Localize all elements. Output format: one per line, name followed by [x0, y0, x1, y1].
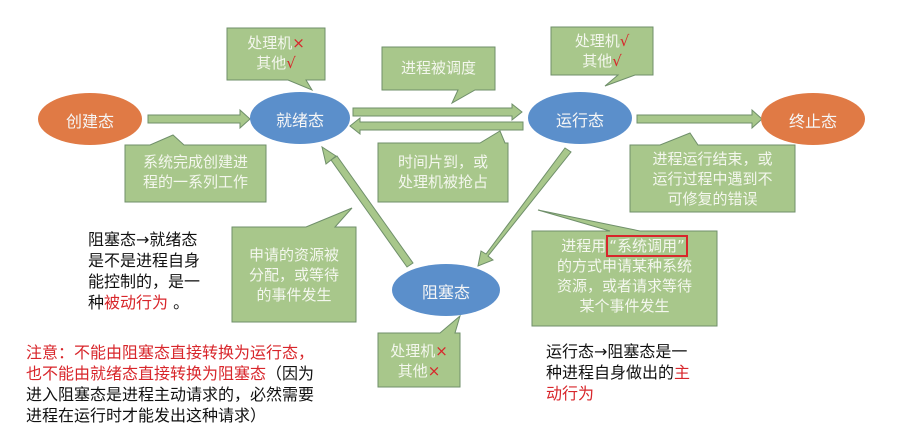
callout-preempted	[377, 130, 509, 203]
state-blocked-shape	[392, 264, 500, 316]
terminate-text: 进程运行结束，或运行过程中遇到不可修复的错误	[652, 150, 773, 208]
state-blocked: 阻塞态	[421, 283, 470, 302]
callout-block	[531, 209, 718, 327]
callout-created	[124, 134, 267, 203]
callout-wakeup	[231, 207, 357, 323]
note-warning: 注意：不能由阻塞态直接转换为运行态， 也不能由就绪态直接转换为阻塞态（因为 进入…	[26, 343, 315, 425]
state-ready: 就绪态	[275, 111, 324, 130]
state-new-shape	[38, 93, 142, 145]
state-running-shape	[528, 92, 632, 144]
arrow-running-to-blocked	[477, 147, 572, 267]
state-terminated: 终止态	[788, 112, 837, 131]
callout-ready-resources	[226, 27, 326, 92]
blocked-resources-text: 处理机× 其他×	[390, 342, 448, 380]
callout-blocked-resources	[377, 314, 461, 388]
callout-terminate	[629, 132, 796, 213]
running-resources-text: 处理机√ 其他√	[574, 32, 630, 70]
callout-running-resources	[550, 26, 654, 87]
created-text: 系统完成创建进程的一系列工作	[142, 153, 248, 191]
wakeup-text: 申请的资源被分配，或等待的事件发生	[248, 246, 339, 304]
block-text: 进程用“系统调用” 的方式申请某种系统资源，或者请求等待某个事件发生	[556, 235, 692, 315]
arrow-new-to-ready	[147, 108, 251, 130]
arrow-running-to-ready	[349, 116, 524, 136]
arrow-blocked-to-ready	[321, 145, 414, 268]
scheduled-text: 进程被调度	[400, 59, 476, 77]
ready-resources-text: 处理机× 其他√	[247, 34, 305, 72]
note-running-to-blocked: 运行态→阻塞态是一 种进程自身做出的主 动行为	[546, 342, 691, 403]
system-call-highlight: “系统调用”	[606, 235, 688, 257]
state-terminated-shape	[761, 93, 865, 145]
preempted-text: 时间片到，或处理机被抢占	[397, 153, 488, 191]
arrow-running-to-terminated	[636, 108, 763, 130]
callout-scheduled	[381, 46, 496, 105]
arrow-ready-to-running	[352, 102, 523, 122]
state-running: 运行态	[555, 111, 604, 130]
note-blocked-to-ready: 阻塞态→就绪态 是不是进程自身 能控制的，是一 种被动行为 。	[88, 230, 201, 312]
state-ready-shape	[250, 92, 350, 144]
state-new: 创建态	[65, 112, 114, 131]
